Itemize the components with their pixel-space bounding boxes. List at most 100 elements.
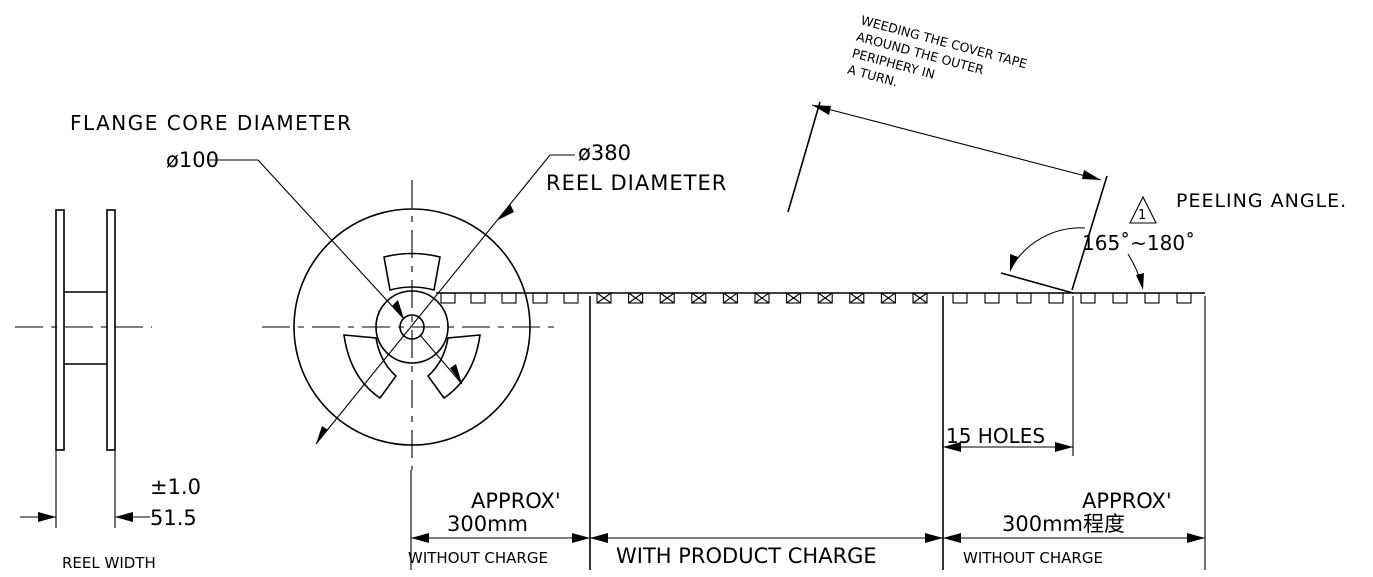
arrow	[572, 533, 590, 543]
width-arrow-right	[115, 512, 133, 522]
filled-pocket	[912, 292, 928, 304]
reel-dim-label: ø380	[578, 141, 631, 165]
left-flange	[55, 209, 65, 451]
arrow	[1010, 254, 1018, 272]
empty-pockets-leading	[440, 292, 579, 304]
core-dim-label: ø100	[166, 148, 219, 172]
filled-pocket-cross	[849, 292, 865, 304]
empty-pocket	[501, 292, 517, 304]
reel-width-label: REEL WIDTH	[62, 554, 156, 572]
filled-pocket-box	[596, 292, 612, 304]
arrow	[411, 533, 429, 543]
reel-dim-arrow-top	[498, 204, 514, 220]
arrow	[590, 533, 608, 543]
filled-pocket-cross	[754, 292, 770, 304]
cover-tape-peeling	[787, 101, 1157, 294]
note-marker: 1	[1138, 208, 1146, 223]
cover-length-dim	[811, 104, 1102, 181]
weeding-note: WEEDING THE COVER TAPE AROUND THE OUTER …	[846, 12, 1029, 89]
empty-pocket	[1112, 292, 1128, 304]
reel-width-value: 51.5	[150, 506, 197, 530]
arrow	[812, 105, 831, 115]
filled-pocket-cross	[817, 292, 833, 304]
empty-pocket	[532, 292, 548, 304]
reel-window-left	[343, 334, 398, 400]
filled-pocket-box	[628, 292, 644, 304]
core-dim-leader-2	[419, 334, 463, 385]
peeling-range-label: 165˚~180˚	[1082, 231, 1195, 255]
tolerance-label: ±1.0	[150, 475, 201, 499]
filled-pocket-cross	[786, 292, 801, 304]
filled-pocket-box	[722, 292, 738, 304]
filled-pocket-box	[691, 292, 707, 304]
filled-pocket-cross	[881, 292, 896, 304]
filled-pocket-cross	[912, 292, 928, 304]
arrow	[925, 533, 943, 543]
filled-pocket	[786, 292, 802, 304]
right-flange	[106, 209, 116, 451]
filled-pocket	[754, 292, 770, 304]
filled-pocket-cross	[628, 292, 643, 304]
reel-side-view	[15, 209, 152, 528]
with-product-charge-label: WITH PRODUCT CHARGE	[616, 544, 877, 568]
arrow	[943, 533, 961, 543]
peeling-angle-label: PEELING ANGLE.	[1176, 190, 1347, 212]
filled-pocket-cross	[723, 292, 738, 304]
arrow	[943, 442, 961, 452]
empty-pocket	[440, 292, 456, 304]
length-left-label: 300mm	[447, 512, 528, 536]
length-ext-left	[787, 101, 821, 213]
without-charge-left-label: WITHOUT CHARGE	[408, 549, 548, 567]
arrow	[1055, 442, 1073, 452]
filled-pocket-box	[849, 292, 865, 304]
arrow	[1082, 170, 1101, 180]
filled-pocket-cross	[659, 292, 675, 304]
filled-pocket	[880, 292, 896, 304]
empty-pocket	[1144, 292, 1160, 304]
filled-pocket-box	[659, 292, 675, 304]
filled-pocket-box	[880, 292, 896, 304]
filled-pocket-cross	[691, 292, 707, 304]
arrow	[1187, 533, 1205, 543]
empty-pocket	[1176, 292, 1192, 304]
empty-pocket	[1016, 292, 1032, 304]
width-arrow-left	[38, 512, 56, 522]
filled-pocket	[659, 292, 675, 304]
filled-pocket-box	[817, 292, 833, 304]
note-triangle-icon	[1129, 195, 1157, 224]
arrow	[1136, 273, 1144, 290]
filled-pocket	[722, 292, 738, 304]
empty-pocket	[984, 292, 1000, 304]
peeling-angle-arc	[1009, 227, 1086, 271]
core-dim-leader	[257, 159, 405, 320]
empty-pocket	[1080, 292, 1096, 304]
filled-pocket-box	[754, 292, 770, 304]
approx-right-label: APPROX'	[1082, 489, 1172, 513]
empty-pocket	[470, 292, 486, 304]
filled-pocket	[628, 292, 644, 304]
empty-pocket	[563, 292, 579, 304]
reel-front-view	[208, 154, 575, 470]
filled-pocket-box	[786, 292, 802, 304]
reel-window-top	[383, 252, 441, 292]
reel-window-right	[426, 334, 481, 400]
filled-pocket	[691, 292, 707, 304]
section-dimensions	[410, 296, 1206, 570]
empty-pocket	[1048, 292, 1064, 304]
reel-diameter-label: REEL DIAMETER	[546, 171, 727, 195]
filled-pocket-cross	[596, 292, 612, 304]
fifteen-holes-label: 15 HOLES	[946, 424, 1045, 448]
without-charge-right-label: WITHOUT CHARGE	[963, 549, 1103, 567]
reel-dim-arrow-bottom	[316, 426, 328, 444]
peeled-cover-tape	[1000, 272, 1074, 294]
flange-core-diameter-label: FLANGE CORE DIAMETER	[70, 111, 352, 135]
core-dim-arrow	[392, 300, 404, 319]
carrier-tape	[436, 292, 1205, 304]
filled-pockets	[596, 292, 928, 304]
filled-pocket	[849, 292, 865, 304]
core-dim-arrow-2	[450, 364, 462, 384]
length-ext-right	[1071, 175, 1108, 291]
length-right-label: 300mm程度	[1002, 512, 1125, 536]
filled-pocket-box	[912, 292, 928, 304]
